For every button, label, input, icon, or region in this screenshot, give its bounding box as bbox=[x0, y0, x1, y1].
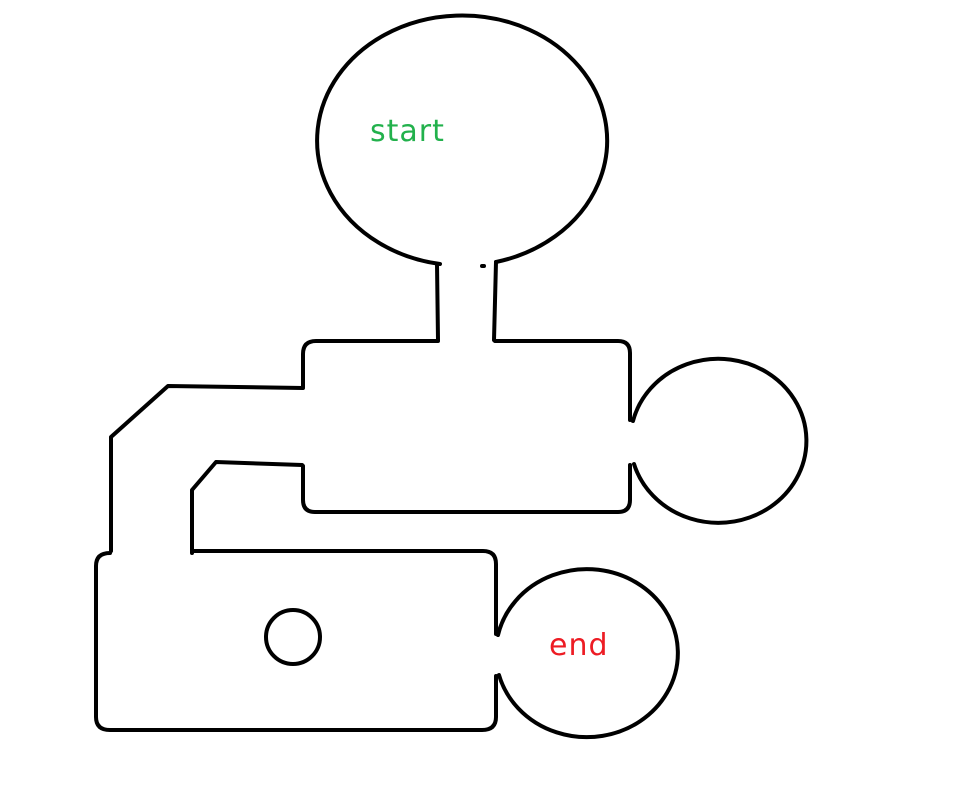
start-label: start bbox=[370, 114, 445, 149]
lower-room bbox=[94, 549, 498, 732]
end-label: end bbox=[549, 628, 609, 663]
start-room bbox=[315, 13, 610, 266]
upper-room bbox=[301, 339, 632, 514]
inner-circle bbox=[264, 608, 322, 666]
side-room bbox=[631, 356, 809, 525]
left-passage-outer bbox=[109, 384, 305, 553]
left-passage-inner bbox=[190, 460, 304, 555]
start-corridor bbox=[435, 260, 498, 342]
end-room bbox=[496, 567, 680, 740]
